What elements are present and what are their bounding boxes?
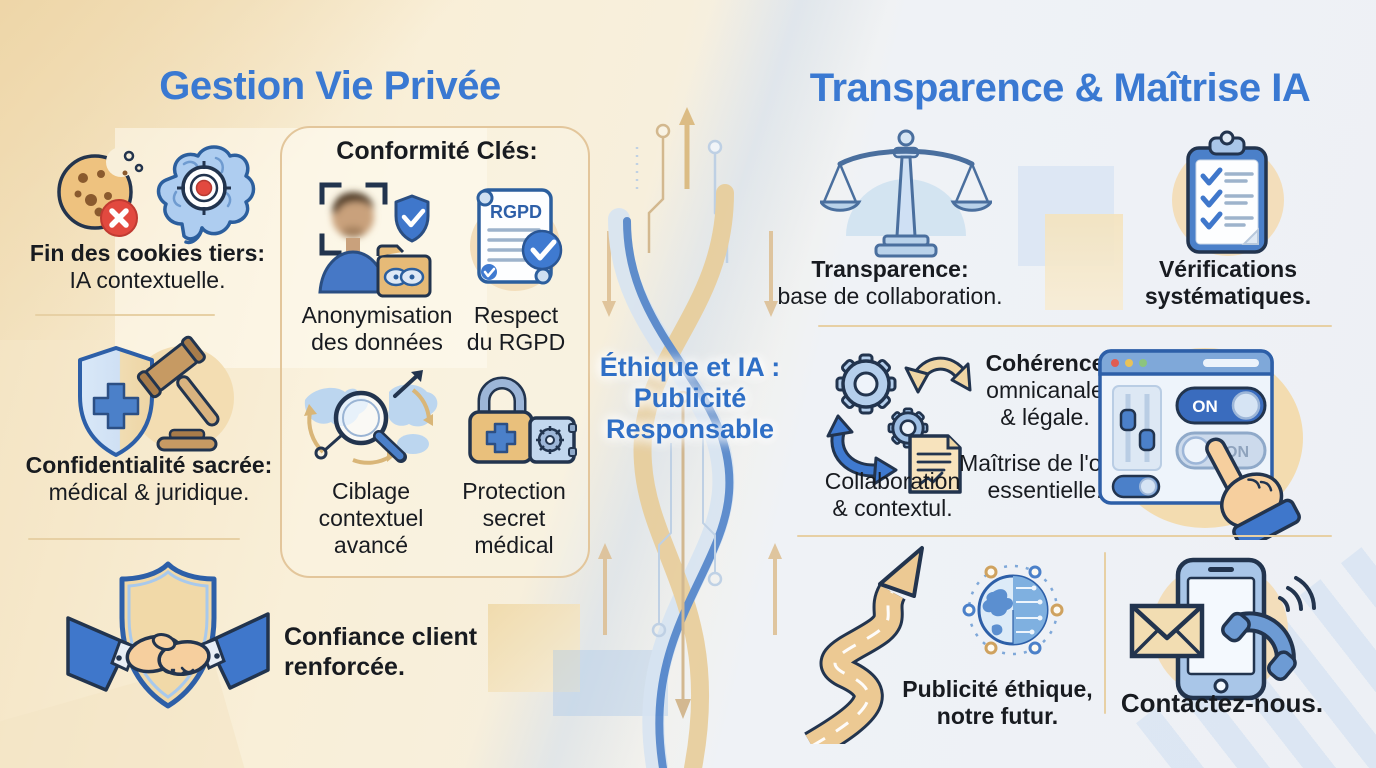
caption-maitrise-line2: essentielle. xyxy=(987,477,1103,503)
medical-lock-safe-icon xyxy=(468,376,577,464)
caption-cookies-line1: Fin des cookies tiers: xyxy=(29,240,266,266)
settings-toggles-browser-icon: ON ON xyxy=(1098,348,1303,540)
caption-coherence-line2: omnicanale xyxy=(986,377,1104,403)
toggle-on-label-1: ON xyxy=(1192,397,1218,416)
caption-protection-line1: Protection xyxy=(462,478,566,504)
right-section-title: Transparence & Maîtrise IA xyxy=(809,66,1311,110)
caption-coherence: Cohérence omnicanale & légale. xyxy=(945,350,1145,431)
left-separator-1 xyxy=(35,314,215,316)
blue-square-bottom-decoration xyxy=(553,650,668,716)
conformity-panel-heading: Conformité Clés: xyxy=(336,137,538,165)
caption-rgpd-line1: Respect xyxy=(473,302,559,328)
caption-protection-line2: secret xyxy=(482,505,546,531)
caption-future: Publicité éthique, notre futur. xyxy=(890,676,1105,730)
caption-cookies: Fin des cookies tiers: IA contextuelle. xyxy=(25,240,270,294)
center-title-line2: Publicité Responsable xyxy=(605,383,775,444)
checklist-clipboard-icon xyxy=(1172,130,1284,256)
caption-contact: Contactez-nous. xyxy=(1112,690,1332,717)
contact-phone-icon xyxy=(1129,557,1316,701)
caption-collaboration-line1: Collaboration xyxy=(824,468,961,494)
rgpd-document-icon: RGPD xyxy=(470,188,563,291)
caption-verifications-line2: systématiques. xyxy=(1144,283,1312,309)
caption-confidentiality-line2: médical & juridique. xyxy=(48,479,250,505)
left-separator-2 xyxy=(28,538,240,540)
ethical-road-globe-icon xyxy=(804,546,1064,744)
caption-collaboration-line2: & contextul. xyxy=(832,495,953,521)
caption-rgpd-line2: du RGPD xyxy=(466,329,566,355)
handshake-shield-icon xyxy=(66,561,270,709)
caption-anonymisation-line2: des données xyxy=(311,329,443,355)
right-separator-1 xyxy=(818,325,1332,327)
tan-square-right-decoration xyxy=(1045,214,1123,310)
shield-gavel-icon xyxy=(78,335,234,457)
caption-future-line2: notre futur. xyxy=(936,703,1059,729)
caption-ciblage-line1: Ciblage xyxy=(332,478,410,504)
caption-trust-line2: renforcée. xyxy=(284,653,405,681)
caption-collaboration: Collaboration & contextul. xyxy=(800,468,985,522)
blue-square-right-decoration xyxy=(1018,166,1114,266)
caption-confidentiality-line1: Confidentialité sacrée: xyxy=(25,452,273,478)
gears-collaboration-icon xyxy=(826,353,972,494)
caption-rgpd: Respect du RGPD xyxy=(456,302,576,356)
caption-ciblage-line3: avancé xyxy=(333,532,409,558)
caption-transparence-line2: base de collaboration. xyxy=(777,283,1003,309)
caption-protection-line3: médical xyxy=(474,532,554,558)
justice-scales-icon xyxy=(820,129,992,258)
tan-square-bottom-decoration xyxy=(488,604,580,692)
caption-future-line1: Publicité éthique, xyxy=(902,676,1093,702)
caption-anonymisation-line1: Anonymisation xyxy=(301,302,453,328)
caption-ciblage-line2: contextuel xyxy=(318,505,424,531)
rgpd-doc-label: RGPD xyxy=(490,202,542,222)
cookie-blocked-icon xyxy=(57,147,144,237)
caption-ciblage: Ciblage contextuel avancé xyxy=(296,478,446,559)
center-title: Éthique et IA : Publicité Responsable xyxy=(560,352,820,445)
center-title-line1: Éthique et IA : xyxy=(599,352,781,382)
caption-protection: Protection secret médical xyxy=(444,478,584,559)
brain-target-icon xyxy=(156,145,256,245)
map-magnifier-icon xyxy=(304,370,438,465)
caption-coherence-line3: & légale. xyxy=(1000,404,1090,430)
caption-verifications-line1: Vérifications xyxy=(1158,256,1298,282)
caption-trust: Confiance client renforcée. xyxy=(284,622,484,682)
caption-verifications: Vérifications systématiques. xyxy=(1128,256,1328,310)
caption-confidentiality: Confidentialité sacrée: médical & juridi… xyxy=(18,452,280,506)
caption-anonymisation: Anonymisation des données xyxy=(288,302,466,356)
caption-coherence-line1: Cohérence xyxy=(985,350,1105,376)
caption-transparence: Transparence: base de collaboration. xyxy=(775,256,1005,310)
left-section-title: Gestion Vie Privée xyxy=(159,64,501,108)
caption-transparence-line1: Transparence: xyxy=(811,256,969,282)
caption-trust-line1: Confiance client xyxy=(284,623,478,651)
caption-cookies-line2: IA contextuelle. xyxy=(69,267,226,293)
caption-contact-label: Contactez-nous. xyxy=(1120,688,1324,718)
anonymised-person-icon xyxy=(318,182,432,298)
